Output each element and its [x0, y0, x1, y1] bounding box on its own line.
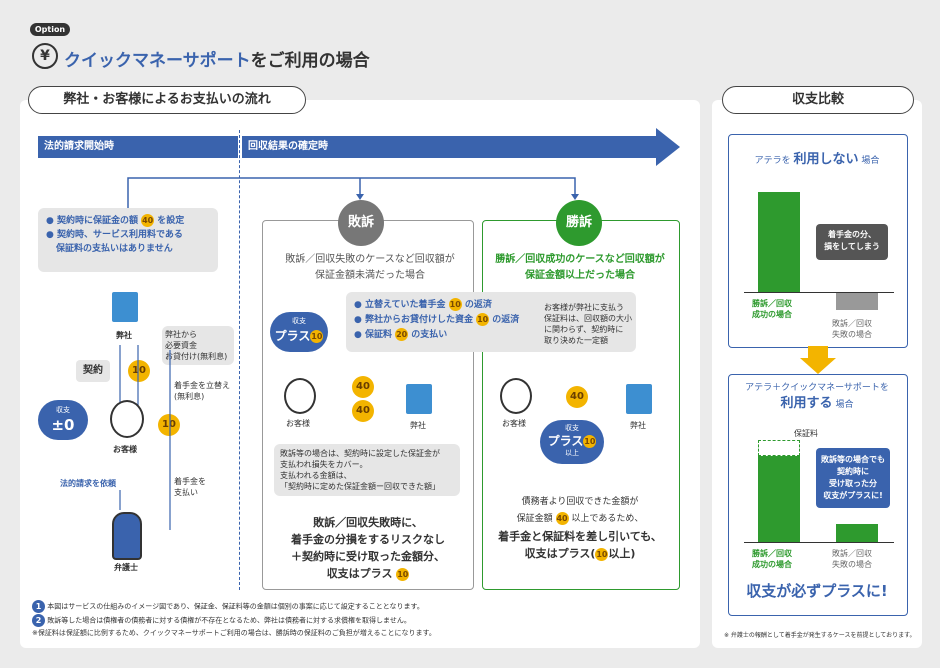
loss-coin-bottom: 40: [352, 400, 374, 422]
loss-summary: 敗訴／回収失敗時に、着手金の分損をするリスクなし＋契約時に受け取った金額分、収支…: [291, 516, 445, 581]
win-summary: 債務者より回収できた金額が 保証金額 40 以上であるため、 着手金と保証料を差…: [498, 497, 662, 561]
use-title: アテラ＋クイックマネーサポートを 利用する 場合: [745, 383, 889, 411]
use-bubble: 敗訴等の場合でも契約時に受け取った分収支がプラスに!: [816, 448, 890, 508]
use-bar-loss: [836, 524, 878, 542]
no-use-bar-win: [758, 192, 800, 292]
loan-coin: 10: [128, 360, 150, 382]
no-use-label-win: 勝訴／回収成功の場合: [752, 299, 792, 319]
loss-tag: 敗訴: [338, 200, 384, 246]
win-plus-badge: 収支 プラス10 以上: [540, 420, 604, 464]
page-title-rest: をご利用の場合: [250, 51, 370, 71]
phase-arrow-start: 法的請求開始時: [38, 136, 238, 158]
page-title: クイックマネーサポートをご利用の場合: [64, 46, 370, 71]
use-bar-fee: [758, 440, 800, 456]
advance-coin: 10: [158, 414, 180, 436]
contract-label: 契約: [76, 360, 110, 382]
footnotes: 1 本図はサービスの仕組みのイメージ図であり、保証金、保証料等の金額は個別の事案…: [32, 600, 436, 637]
win-company-label: 弊社: [630, 421, 646, 430]
callout1-line1b: を設定: [157, 216, 185, 226]
win-tag: 勝訴: [556, 200, 602, 246]
lend-note: 弊社から必要資金お貸付け(無利息): [162, 326, 234, 365]
loss-company-icon: [406, 384, 432, 414]
lawyer-label: 弁護士: [114, 563, 138, 572]
callout1-line1: 契約時に保証金の額: [57, 216, 139, 226]
no-use-label-loss: 敗訴／回収失敗の場合: [832, 319, 872, 339]
loss-customer-icon: [284, 378, 316, 414]
win-company-icon: [626, 384, 652, 414]
callout2-line2: 保証料の支払いはありません: [56, 244, 173, 254]
win-customer-label: お客様: [502, 419, 526, 428]
use-label-win: 勝訴／回収成功の場合: [752, 549, 792, 569]
flow-panel-title: 弊社・お客様によるお支払いの流れ: [28, 86, 306, 114]
customer-label: お客様: [113, 445, 137, 454]
loss-coin-top: 40: [352, 376, 374, 398]
no-use-bubble: 着手金の分、損をしてしまう: [816, 224, 888, 260]
company-label: 弊社: [116, 331, 132, 340]
page-title-blue: クイックマネーサポート: [64, 51, 251, 71]
phase-arrow-head: [656, 128, 680, 166]
use-label-loss: 敗訴／回収失敗の場合: [832, 549, 872, 569]
use-baseline: [744, 542, 894, 543]
advance-note: 着手金を立替え(無利息): [174, 381, 230, 401]
win-customer-icon: [500, 378, 532, 414]
fee-label: 保証料: [794, 429, 818, 438]
loss-note: 敗訴等の場合は、契約時に設定した保証金が支払われ損失をカバー。支払われる金額は、…: [274, 444, 460, 496]
balance-badge: 収支 ±0: [38, 400, 88, 440]
lawyer-icon: [112, 512, 142, 560]
conclusion: 収支が必ずプラスに!: [746, 582, 888, 600]
win-list: ● 立替えていた着手金 10 の返済 ● 弊社からお貸付けした資金 10 の返済…: [346, 292, 636, 352]
down-arrow-icon: [800, 346, 836, 374]
win-side-note: お客様が弊社に支払う保証料は、回収額の大小に関わらず、契約時に取り決めた一定額: [544, 303, 632, 345]
win-coin: 40: [566, 386, 588, 408]
request-note: 法的請求を依頼: [60, 479, 116, 488]
bullet: ●: [46, 216, 57, 226]
company-building-icon: [112, 292, 138, 322]
branch-lines: [127, 177, 579, 208]
callout2-line1: 契約時、サービス利用料である: [57, 230, 183, 240]
loss-plus-badge: 収支 プラス10: [270, 312, 328, 352]
loss-desc: 敗訴／回収失敗のケースなど回収額が保証金額未満だった場合: [285, 254, 455, 281]
loss-company-label: 弊社: [410, 421, 426, 430]
comparison-title: 収支比較: [722, 86, 914, 114]
no-use-baseline: [744, 292, 894, 293]
customer-icon: [110, 400, 144, 438]
option-badge: Option: [30, 23, 70, 36]
phase-divider: [239, 130, 240, 590]
win-desc: 勝訴／回収成功のケースなど回収額が保証金額以上だった場合: [495, 254, 665, 281]
coin: 40: [141, 214, 155, 227]
loss-customer-label: お客様: [286, 419, 310, 428]
use-bar-win: [758, 456, 800, 542]
no-use-bar-loss: [836, 292, 878, 310]
phase-arrow-result: 回収結果の確定時: [242, 136, 658, 158]
no-use-title: アテラを 利用しない 場合: [754, 152, 880, 167]
pay-note: 着手金を支払い: [174, 477, 206, 497]
yen-icon: ¥: [32, 43, 58, 69]
flow-arrows: [119, 345, 171, 530]
right-footnote: ※ 弁護士の報酬として着手金が発生するケースを前提としております。: [724, 632, 916, 639]
contract-callout: ● 契約時に保証金の額 40 を設定 ● 契約時、サービス利用料である 保証料の…: [38, 208, 218, 272]
